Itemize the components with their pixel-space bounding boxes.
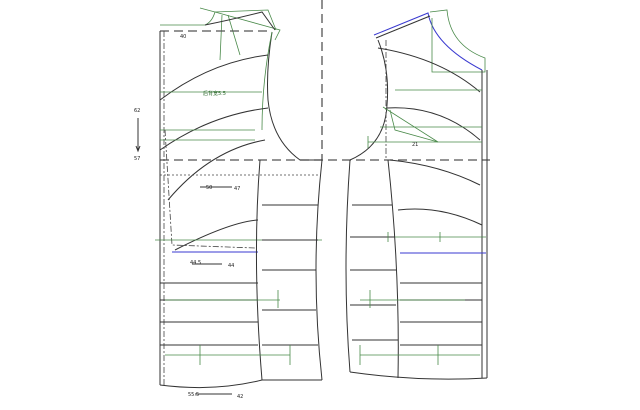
front-style-curve-4: [397, 208, 483, 226]
back-neck-curve: [204, 11, 276, 31]
label-waist-from: 50: [206, 185, 212, 191]
front-dart: [382, 106, 439, 143]
front-quilting-lines: [350, 204, 482, 346]
label-back-top: 40: [180, 34, 186, 40]
front-guides: [367, 89, 482, 148]
back-style-curve-4: [174, 219, 259, 251]
front-neck-construction: [429, 9, 486, 73]
label-hem-from: 55.5: [188, 392, 199, 398]
front-hem-curve: [349, 371, 488, 380]
label-hem-to: 42: [237, 394, 243, 400]
back-armhole: [267, 31, 322, 161]
center-front-line: [481, 70, 488, 378]
back-hem-curve: [159, 379, 322, 389]
back-side-panel-left: [255, 159, 263, 381]
label-back-width: 后背宽5.5: [203, 90, 226, 97]
label-front-dart: 21: [412, 142, 418, 148]
label-hip-from: 44.5: [190, 260, 201, 266]
shoulder-dart: [219, 14, 241, 61]
back-style-curve-2: [159, 107, 269, 151]
label-length-to: 57: [134, 156, 140, 162]
back-style-curve-3: [167, 139, 266, 201]
front-side-panel-left: [345, 159, 351, 373]
label-hip-to: 44: [228, 263, 234, 269]
front-style-curve-1: [377, 47, 481, 93]
back-side-panel-right: [315, 159, 323, 381]
front-side-panel-right: [387, 159, 399, 379]
back-piece: [135, 7, 323, 395]
front-style-curve-3: [389, 159, 481, 186]
back-measure-guides: [165, 290, 291, 365]
back-shoulder-construction: [199, 7, 281, 41]
front-shoulder: [375, 15, 431, 39]
label-waist-to: 47: [234, 186, 240, 192]
front-piece: [345, 9, 488, 380]
front-measure-guides: [359, 232, 480, 365]
label-length-from: 62: [134, 108, 140, 114]
front-armhole: [349, 39, 389, 161]
front-style-curve-2: [386, 107, 481, 141]
back-quilting-lines: [160, 204, 318, 346]
inner-panel-dashed: [164, 129, 256, 249]
arrow-head-icon: [135, 145, 141, 153]
front-neck-shoulder-blue: [373, 12, 483, 71]
armhole-construction: [261, 31, 273, 131]
